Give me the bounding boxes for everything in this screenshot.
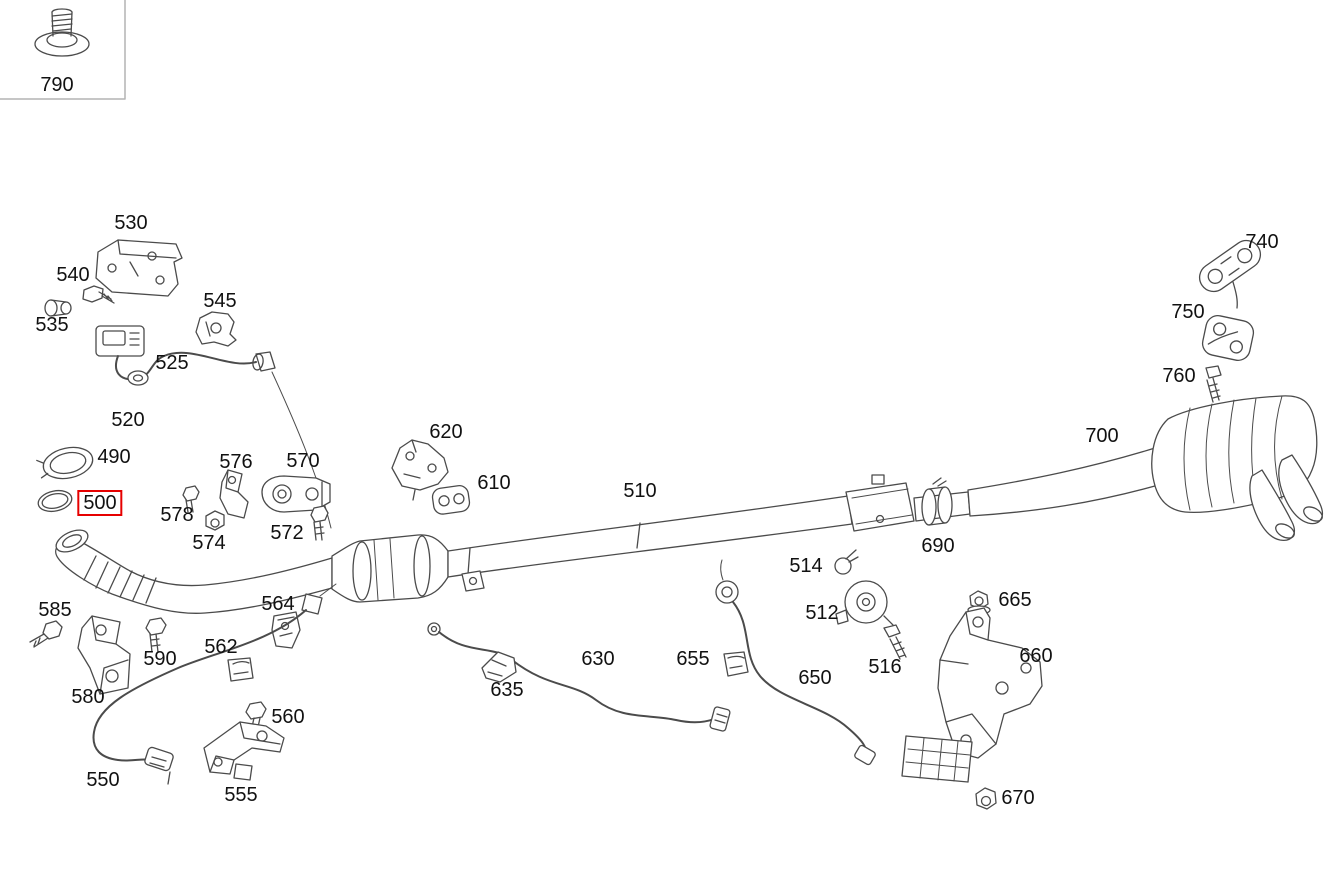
part-576-bracket-drawing	[219, 469, 249, 519]
part-label-555[interactable]: 555	[224, 784, 258, 806]
part-label-630[interactable]: 630	[581, 648, 615, 670]
part-label-635[interactable]: 635	[490, 679, 524, 701]
part-520-nox-module-drawing	[95, 325, 332, 529]
part-570-bracket-drawing	[261, 475, 331, 513]
part-635-clip-drawing	[481, 651, 517, 683]
downpipe-drawing	[55, 529, 333, 614]
part-label-520[interactable]: 520	[111, 409, 145, 431]
part-660-bracket-drawing	[901, 607, 1043, 783]
part-label-560[interactable]: 560	[271, 706, 305, 728]
inset-box-frame	[0, 0, 126, 100]
part-label-740[interactable]: 740	[1245, 231, 1279, 253]
part-label-760[interactable]: 760	[1162, 365, 1196, 387]
part-630-sensor-cable-drawing	[427, 622, 731, 732]
part-label-490[interactable]: 490	[97, 446, 131, 468]
part-label-590[interactable]: 590	[143, 648, 177, 670]
part-545-bracket-drawing	[195, 311, 237, 347]
part-525-grommet-drawing	[127, 370, 149, 386]
part-label-610[interactable]: 610	[477, 472, 511, 494]
part-label-516[interactable]: 516	[868, 656, 902, 678]
part-555-bracket-drawing	[203, 721, 285, 781]
part-690-clamp-drawing	[921, 477, 953, 526]
part-790-plug-drawing	[34, 8, 90, 57]
part-750-hanger-drawing	[1201, 315, 1255, 361]
part-label-512[interactable]: 512	[805, 602, 839, 624]
part-label-510[interactable]: 510	[623, 480, 657, 502]
part-label-525[interactable]: 525	[155, 352, 189, 374]
part-label-570[interactable]: 570	[286, 450, 320, 472]
part-label-700[interactable]: 700	[1085, 425, 1119, 447]
part-590-bolt-drawing	[145, 617, 167, 653]
part-label-572[interactable]: 572	[270, 522, 304, 544]
part-760-screw-drawing	[1205, 365, 1222, 403]
part-label-690[interactable]: 690	[921, 535, 955, 557]
part-610-hanger-drawing	[431, 484, 471, 515]
part-512-actuator-drawing	[835, 580, 894, 626]
part-label-620[interactable]: 620	[429, 421, 463, 443]
part-540-screw-drawing	[82, 285, 115, 304]
mid-silencer-box-drawing	[845, 474, 915, 532]
part-label-660[interactable]: 660	[1019, 645, 1053, 667]
part-574-nut-drawing	[205, 510, 225, 531]
part-label-530[interactable]: 530	[114, 212, 148, 234]
part-label-540[interactable]: 540	[56, 264, 90, 286]
part-530-bracket-drawing	[95, 239, 183, 297]
part-label-545[interactable]: 545	[203, 290, 237, 312]
part-490-gasket-ring-drawing	[36, 446, 94, 480]
part-578-screw-drawing	[182, 485, 200, 513]
part-label-655[interactable]: 655	[676, 648, 710, 670]
part-label-578[interactable]: 578	[160, 504, 194, 526]
part-label-500[interactable]: 500	[77, 490, 123, 516]
part-516-screw-drawing	[883, 624, 907, 660]
part-label-790[interactable]: 790	[40, 74, 74, 96]
part-655-clip-drawing	[723, 651, 749, 677]
part-630-connector	[709, 706, 731, 732]
part-514-spring-clip-drawing	[834, 549, 859, 575]
part-650-sensor-cable-drawing	[715, 559, 876, 766]
part-550-connector	[144, 746, 174, 785]
part-label-750[interactable]: 750	[1171, 301, 1205, 323]
part-label-550[interactable]: 550	[86, 769, 120, 791]
part-550-oxygen-sensor-drawing	[92, 583, 337, 785]
part-740-hanger-link-drawing	[1198, 239, 1262, 293]
part-572-bolt-drawing	[310, 505, 329, 541]
part-label-576[interactable]: 576	[219, 451, 253, 473]
part-500-seal-ring-drawing	[37, 489, 73, 513]
part-label-535[interactable]: 535	[35, 314, 69, 336]
part-740-stem	[1232, 281, 1238, 309]
part-620-bracket-drawing	[391, 439, 449, 501]
part-585-bolt-drawing	[29, 620, 63, 648]
part-label-670[interactable]: 670	[1001, 787, 1035, 809]
part-label-574[interactable]: 574	[192, 532, 226, 554]
pipe-bracket-tab-drawing	[461, 570, 485, 592]
part-label-665[interactable]: 665	[998, 589, 1032, 611]
part-670-nut-drawing	[975, 787, 997, 810]
part-label-580[interactable]: 580	[71, 686, 105, 708]
part-label-585[interactable]: 585	[38, 599, 72, 621]
part-700-muffler-drawing	[1151, 395, 1318, 514]
part-label-564[interactable]: 564	[261, 593, 295, 615]
tailpipes-drawing	[1249, 454, 1323, 541]
part-label-514[interactable]: 514	[789, 555, 823, 577]
part-label-562[interactable]: 562	[204, 636, 238, 658]
part-580-bracket-drawing	[77, 615, 131, 695]
part-562-clip-drawing	[227, 657, 254, 682]
part-535-plug-drawing	[44, 299, 72, 317]
part-label-650[interactable]: 650	[798, 667, 832, 689]
